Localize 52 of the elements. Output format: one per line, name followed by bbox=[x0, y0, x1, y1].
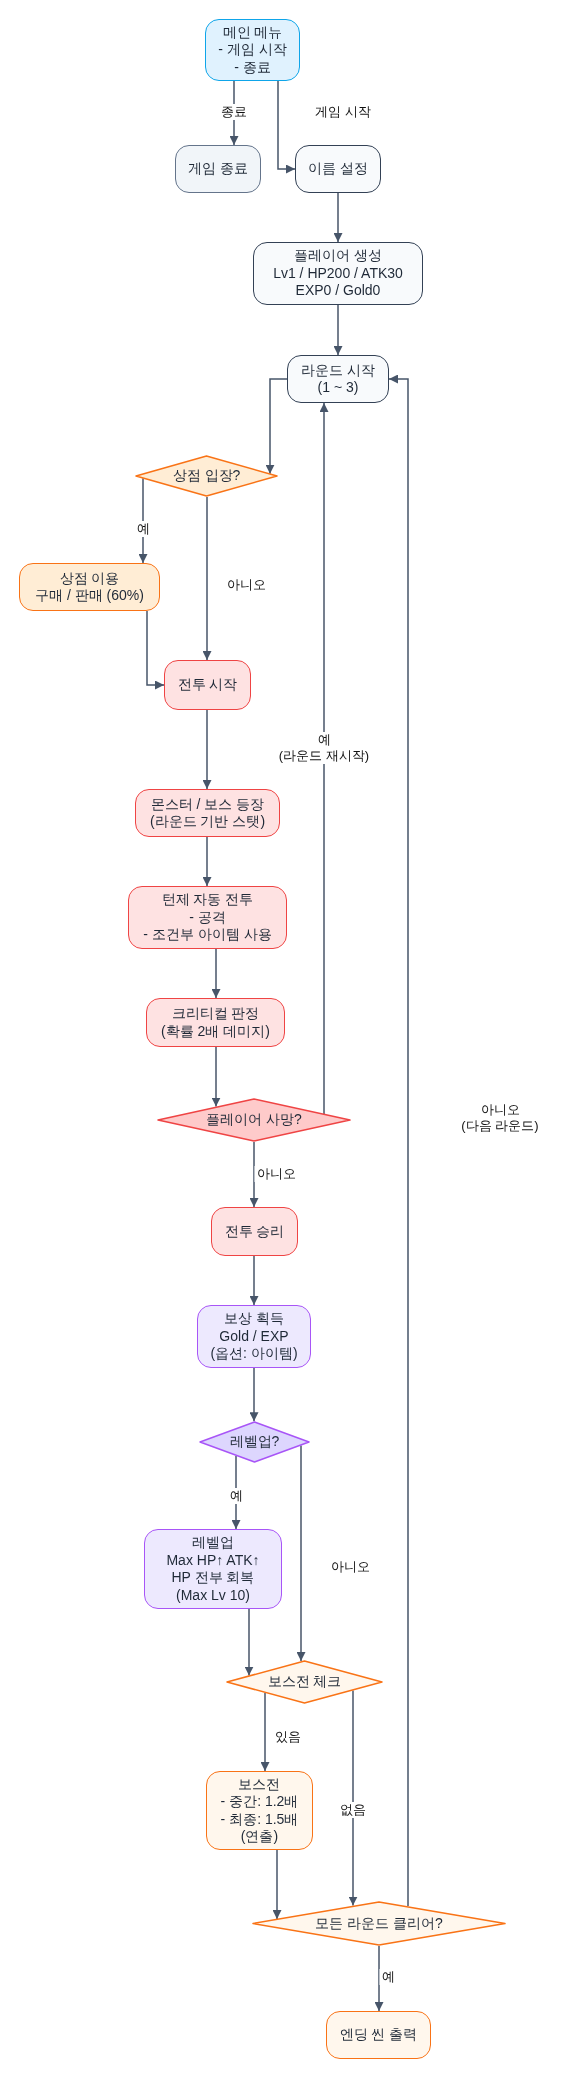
process-box: 엔딩 씬 출력 bbox=[326, 2011, 431, 2059]
edge-label: 아니오 (다음 라운드) bbox=[459, 1102, 541, 1134]
arrow bbox=[277, 80, 296, 174]
arrow bbox=[333, 192, 343, 243]
decision-diamond: 보스전 체크 bbox=[226, 1660, 383, 1704]
arrow bbox=[249, 1141, 259, 1208]
process-box: 보스전 - 중간: 1.2배 - 최종: 1.5배 (연출) bbox=[206, 1771, 313, 1850]
arrow bbox=[319, 402, 329, 1115]
decision-diamond: 레벨업? bbox=[199, 1421, 310, 1463]
arrow bbox=[272, 1849, 282, 1920]
decision-diamond: 모든 라운드 클리어? bbox=[252, 1901, 506, 1946]
arrow bbox=[249, 1367, 259, 1422]
process-box: 플레이어 생성 Lv1 / HP200 / ATK30 EXP0 / Gold0 bbox=[253, 242, 423, 305]
arrow bbox=[202, 496, 212, 661]
edge-label: 있음 bbox=[273, 1729, 303, 1745]
process-box: 이름 설정 bbox=[295, 145, 381, 193]
arrow bbox=[202, 836, 212, 887]
arrow bbox=[265, 378, 288, 475]
arrow bbox=[374, 1945, 384, 2012]
arrow bbox=[231, 1455, 241, 1530]
edge-label: 게임 시작 bbox=[313, 104, 373, 120]
process-box: 메인 메뉴 - 게임 시작 - 종료 bbox=[205, 19, 300, 81]
edge-label: 예 (라운드 재시작) bbox=[276, 732, 372, 764]
arrow bbox=[260, 1692, 270, 1772]
arrow bbox=[296, 1444, 306, 1662]
edge-label: 종료 bbox=[219, 104, 249, 120]
arrow bbox=[244, 1608, 254, 1677]
edge-label: 없음 bbox=[338, 1802, 368, 1818]
arrow bbox=[211, 948, 221, 999]
arrow bbox=[388, 374, 409, 1907]
arrow bbox=[138, 477, 148, 564]
process-box: 레벨업 Max HP↑ ATK↑ HP 전부 회복 (Max Lv 10) bbox=[144, 1529, 282, 1609]
process-box: 전투 시작 bbox=[164, 660, 251, 710]
arrow bbox=[348, 1689, 358, 1907]
process-box: 게임 종료 bbox=[175, 145, 261, 193]
process-box: 상점 이용 구매 / 판매 (60%) bbox=[19, 563, 160, 611]
arrow bbox=[333, 304, 343, 356]
process-box: 보상 획득 Gold / EXP (옵션: 아이템) bbox=[197, 1305, 311, 1368]
edge-label: 예 bbox=[227, 1488, 245, 1504]
arrow bbox=[146, 610, 165, 690]
decision-diamond: 상점 입장? bbox=[135, 455, 278, 497]
process-box: 전투 승리 bbox=[211, 1207, 298, 1256]
process-box: 턴제 자동 전투 - 공격 - 조건부 아이템 사용 bbox=[128, 886, 287, 949]
edge-label: 예 bbox=[134, 521, 152, 537]
process-box: 라운드 시작 (1 ~ 3) bbox=[287, 355, 389, 403]
process-box: 크리티컬 판정 (확률 2배 데미지) bbox=[146, 998, 285, 1047]
arrow bbox=[202, 709, 212, 790]
arrow bbox=[249, 1255, 259, 1306]
edge-label: 예 bbox=[379, 1969, 397, 1985]
arrow bbox=[211, 1046, 221, 1108]
decision-diamond: 플레이어 사망? bbox=[157, 1098, 351, 1142]
process-box: 몬스터 / 보스 등장 (라운드 기반 스탯) bbox=[135, 789, 280, 837]
